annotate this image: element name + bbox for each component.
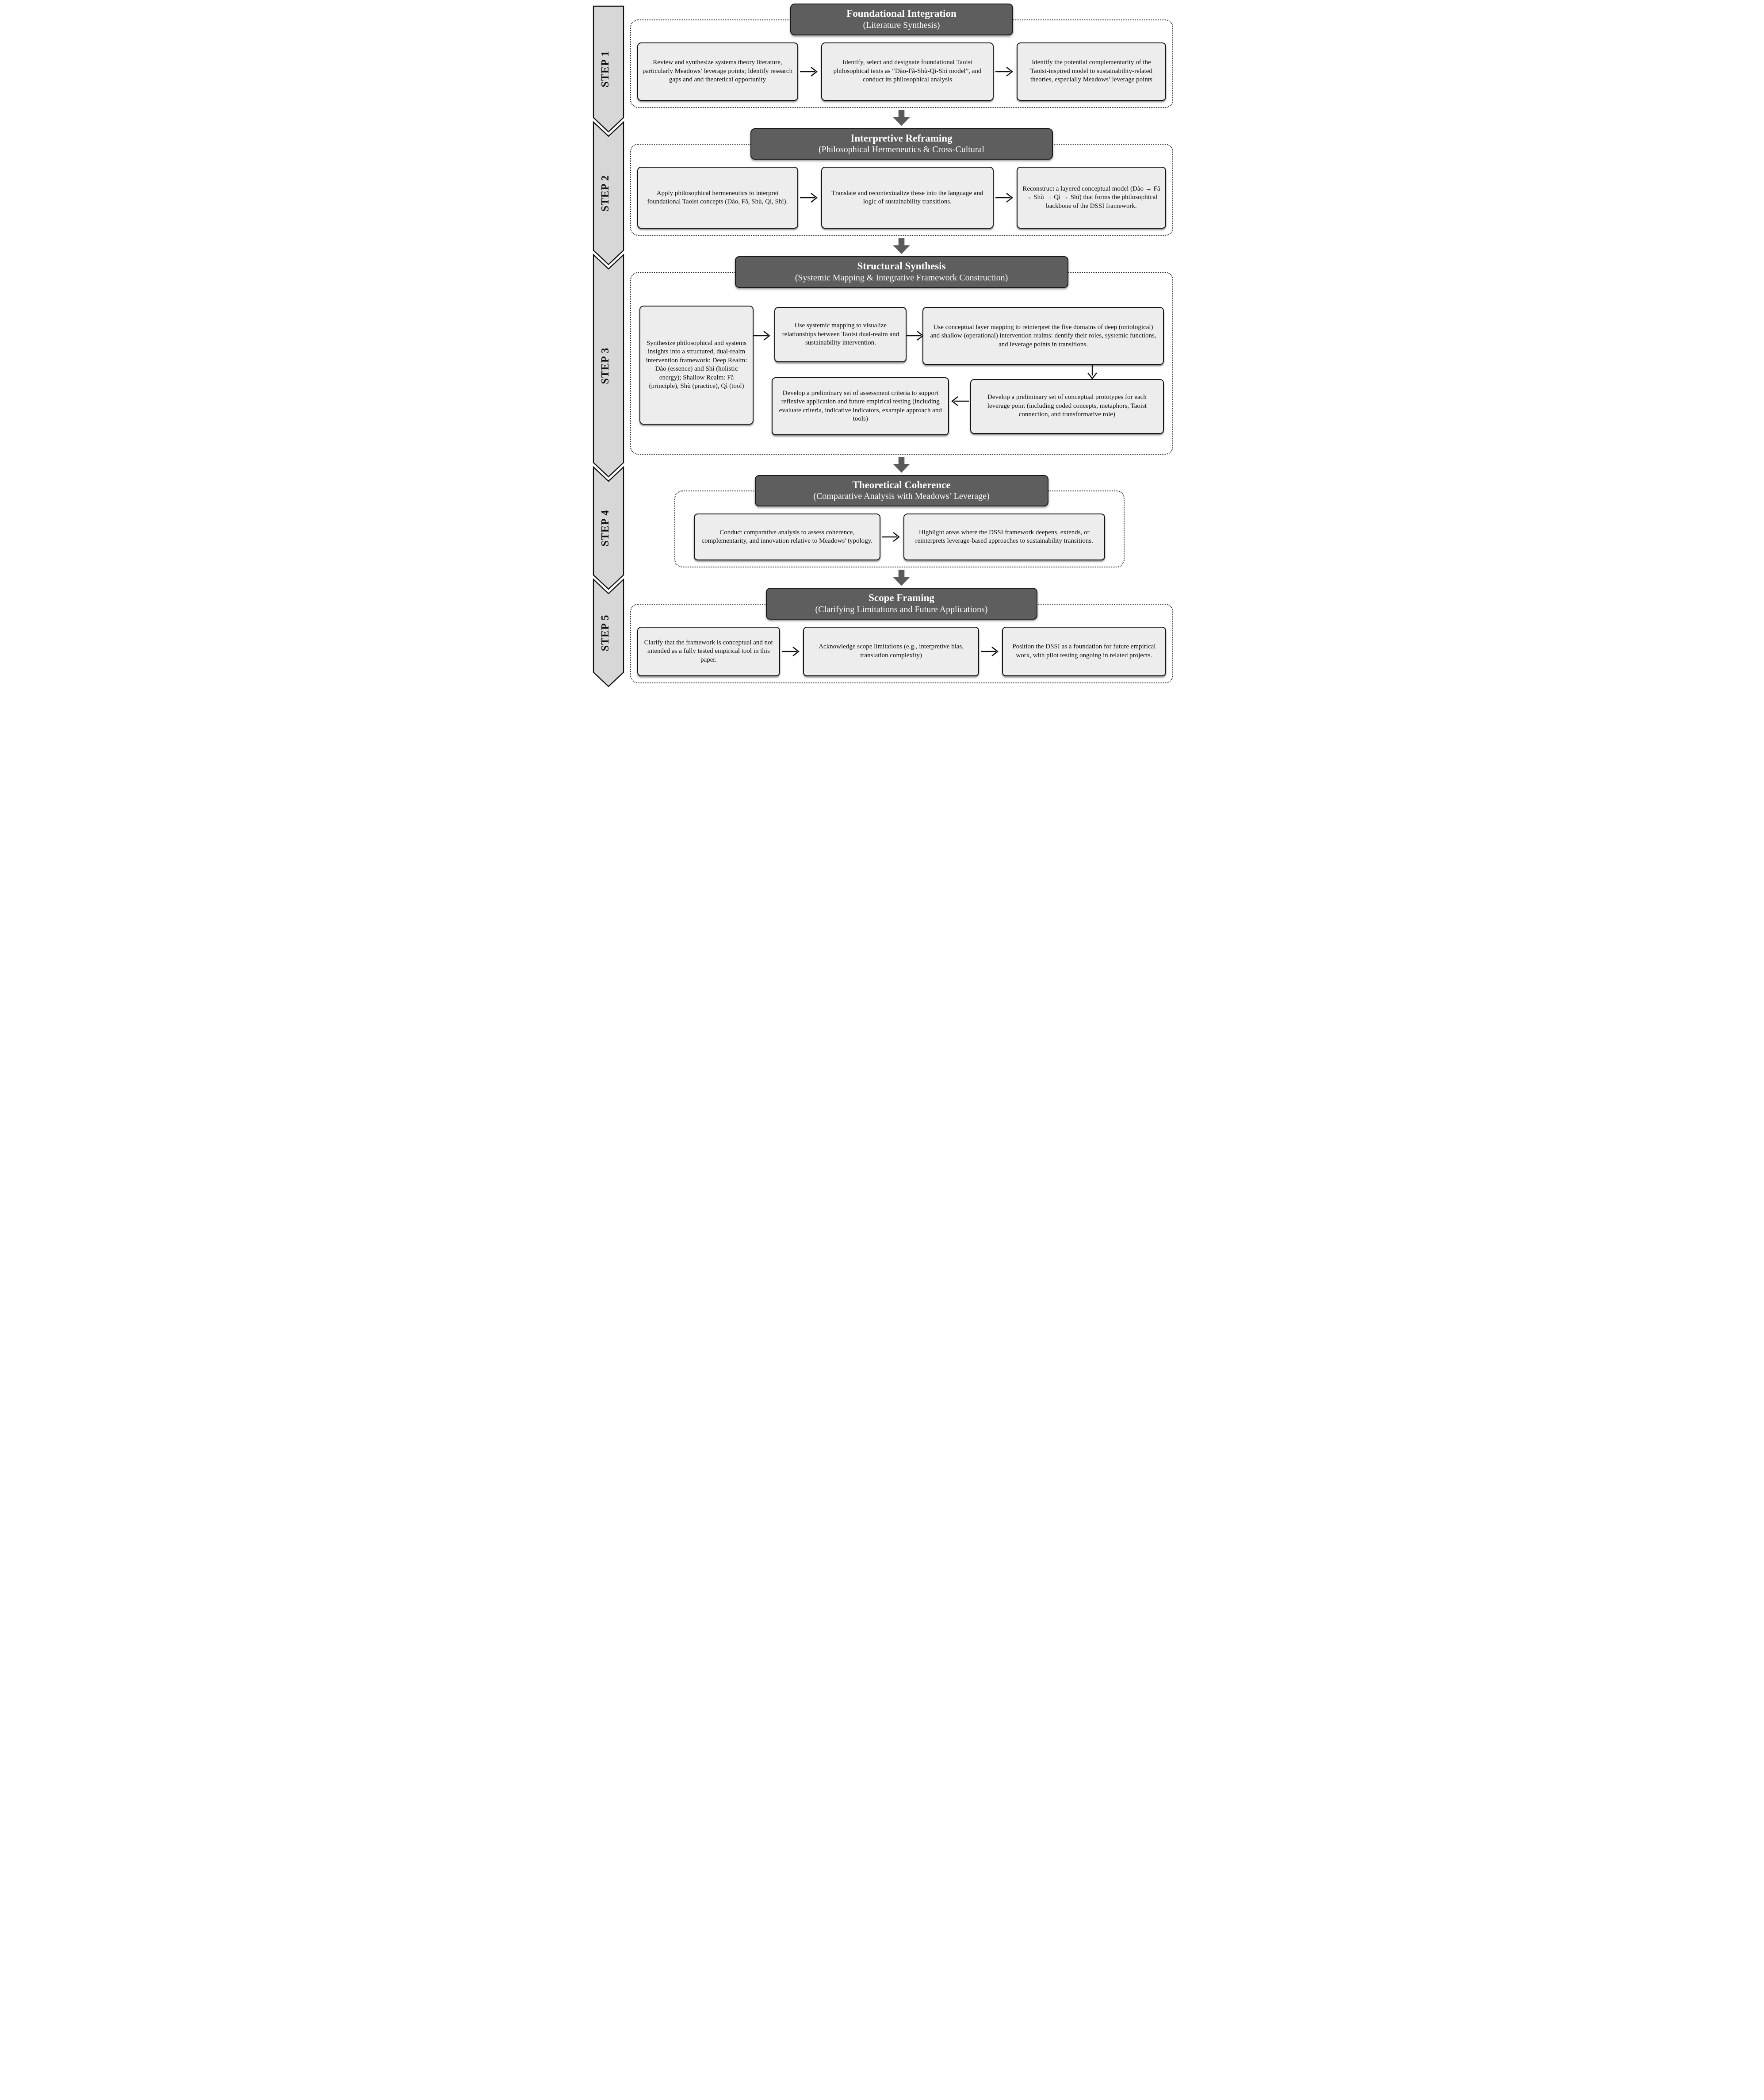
arrow-right-icon: [752, 330, 773, 341]
step-2-label: STEP 2: [600, 175, 611, 212]
step-5-container: Clarify that the framework is conceptual…: [630, 603, 1173, 683]
step-2-header-subtitle: (Philosophical Hermeneutics & Cross-Cult…: [819, 145, 984, 155]
step-3-label: STEP 3: [600, 348, 611, 384]
flow-arrow-down-icon: [893, 110, 910, 126]
arrow-right-icon: [800, 66, 820, 77]
step-2-box-3: Reconstruct a layered conceptual model (…: [1017, 167, 1166, 229]
flow-arrow-down-icon: [893, 238, 910, 254]
chevron-ribbon-step-1: [593, 5, 624, 133]
arrow-down-icon: [1087, 365, 1098, 380]
arrow-right-icon: [980, 646, 1001, 657]
step-5-box-3: Position the DSSI as a foundation for fu…: [1002, 626, 1166, 676]
chevron-ribbon-step-2: [593, 121, 624, 265]
step-2-box-1: Apply philosophical hermeneutics to inte…: [637, 167, 798, 229]
step-4-header-subtitle: (Comparative Analysis with Meadows’ Leve…: [813, 491, 990, 502]
step-1-label: STEP 1: [600, 51, 611, 88]
step-ribbon-rail: STEP 1 STEP 2 STEP 3 STEP 4 STEP 5: [593, 5, 624, 687]
step-1-box-3: Identify the potential complementarity o…: [1017, 42, 1166, 101]
step-5-label: STEP 5: [600, 615, 611, 651]
step-5-box-1: Clarify that the framework is conceptual…: [637, 626, 780, 676]
step-2-container: Apply philosophical hermeneutics to inte…: [630, 144, 1173, 236]
step-5-header-subtitle: (Clarifying Limitations and Future Appli…: [815, 604, 988, 614]
step-4-header-title: Theoretical Coherence: [852, 479, 951, 491]
arrow-right-icon: [995, 66, 1015, 77]
arrow-right-icon: [882, 531, 902, 543]
chevron-ribbon-step-4: [593, 466, 624, 590]
step-1-header: Foundational Integration (Literature Syn…: [790, 4, 1013, 35]
step-3-box-synthesize: Synthesize philosophical and systems ins…: [639, 305, 754, 425]
step-1-section: Foundational Integration (Literature Syn…: [630, 4, 1173, 108]
step-4-box-2: Highlight areas where the DSSI framework…: [903, 514, 1105, 561]
step-5-section: Scope Framing (Clarifying Limitations an…: [630, 588, 1173, 683]
flow-diagram: STEP 1 STEP 2 STEP 3 STEP 4 STEP 5 Found…: [588, 0, 1176, 706]
step-5-box-2: Acknowledge scope limitations (e.g., int…: [803, 626, 980, 676]
chevron-ribbon-step-3: [593, 253, 624, 478]
step-3-header-title: Structural Synthesis: [857, 261, 946, 272]
step-4-header: Theoretical Coherence (Comparative Analy…: [754, 475, 1048, 507]
step-3-box-assessment-criteria: Develop a preliminary set of assessment …: [772, 377, 949, 436]
step-4-section: Theoretical Coherence (Comparative Analy…: [630, 475, 1173, 568]
step-3-box-systemic-mapping: Use systemic mapping to visualize relati…: [774, 307, 907, 362]
step-2-section: Interpretive Reframing (Philosophical He…: [630, 128, 1173, 236]
step-4-box-1: Conduct comparative analysis to assess c…: [693, 514, 880, 561]
step-2-header: Interpretive Reframing (Philosophical He…: [750, 128, 1053, 160]
step-1-box-2: Identify, select and designate foundatio…: [821, 42, 994, 101]
step-5-header-title: Scope Framing: [869, 592, 934, 604]
step-3-header-subtitle: (Systemic Mapping & Integrative Framewor…: [795, 272, 1008, 283]
step-3-box-layer-mapping: Use conceptual layer mapping to reinterp…: [922, 307, 1164, 365]
flow-arrow-down-icon: [893, 456, 910, 473]
arrow-left-icon: [949, 395, 969, 407]
step-2-header-title: Interpretive Reframing: [850, 132, 953, 144]
arrow-right-icon: [781, 646, 802, 657]
arrow-right-icon: [800, 192, 820, 203]
chevron-ribbon-step-5: [593, 578, 624, 687]
step-3-container: Synthesize philosophical and systems ins…: [630, 272, 1173, 455]
flow-arrow-down-icon: [893, 570, 910, 586]
step-3-box-prototypes: Develop a preliminary set of conceptual …: [970, 379, 1164, 434]
step-1-container: Review and synthesize systems theory lit…: [630, 19, 1173, 108]
step-2-box-2: Translate and recontextualize these into…: [821, 167, 994, 229]
step-1-box-1: Review and synthesize systems theory lit…: [637, 42, 798, 101]
step-3-header: Structural Synthesis (Systemic Mapping &…: [735, 256, 1068, 288]
step-1-header-subtitle: (Literature Synthesis): [863, 20, 940, 30]
step-3-section: Structural Synthesis (Systemic Mapping &…: [630, 256, 1173, 455]
step-4-label: STEP 4: [600, 510, 611, 547]
step-5-header: Scope Framing (Clarifying Limitations an…: [765, 588, 1037, 620]
arrow-right-icon: [995, 192, 1015, 203]
step-1-header-title: Foundational Integration: [846, 8, 957, 19]
